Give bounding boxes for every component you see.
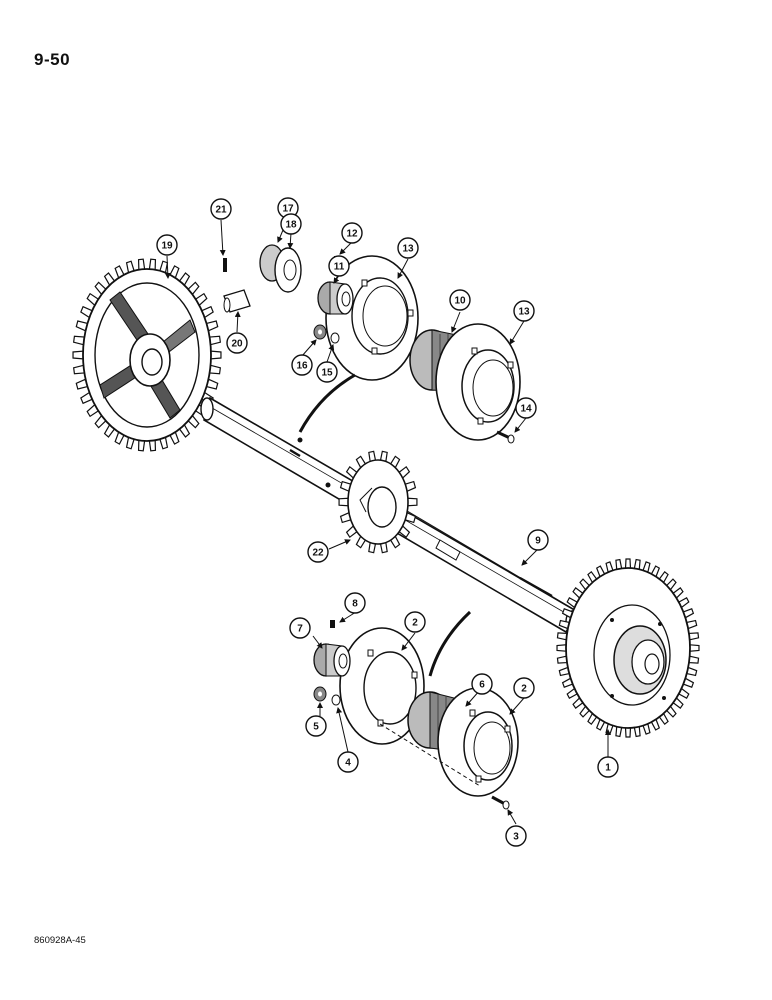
callout-circle [210,198,232,220]
callout-label: 6 [479,680,485,691]
callout-circle [505,825,527,847]
callout-circle [289,617,311,639]
callout-label: 21 [215,205,227,216]
page-number: 9-50 [34,50,71,69]
figure-code: 860928A-45 [34,935,86,946]
gear-tooth [137,258,146,271]
gear-tooth [137,439,146,452]
gear-tooth [624,727,632,738]
callout-label: 11 [334,262,345,273]
callout-label: 10 [454,296,466,307]
callout-label: 2 [412,618,418,629]
gear-tooth [689,644,700,652]
gear-tooth [407,497,418,507]
callout-circle [404,611,426,633]
gear-19-drawing [72,258,222,452]
callout-circle [515,397,537,419]
callout-label: 13 [518,307,530,318]
gear-tooth [148,258,157,271]
callout-circle [513,677,535,699]
callout-label: 2 [521,684,527,695]
callout-circle [280,213,302,235]
callout-label: 1 [605,763,611,774]
callout-label: 17 [282,204,294,215]
callout-circle [307,541,329,563]
callout-circle [527,529,549,551]
callout-label: 16 [296,361,308,372]
callout-label: 8 [352,599,358,610]
callout-circle [341,222,363,244]
callout-label: 19 [161,241,173,252]
callout-circle [305,715,327,737]
callout-circle [328,255,350,277]
callout-circle [344,592,366,614]
gear-tooth [338,497,349,507]
callout-label: 9 [535,536,541,547]
callout-label: 3 [513,832,519,843]
callout-label: 7 [297,624,303,635]
gear-tooth [210,350,222,360]
callout-label: 22 [312,548,324,559]
upper-bearing-assembly [223,244,521,444]
callout-circle [316,361,338,383]
callout-circle [397,237,419,259]
callout-label: 15 [321,368,333,379]
callout-label: 18 [285,220,297,231]
callout-circle [471,673,493,695]
lower-bearing-assembly [313,610,519,810]
callout-label: 5 [313,722,319,733]
callout-circle [513,300,535,322]
gear-tooth [624,558,632,569]
callout-circle [449,289,471,311]
callout-circle [337,751,359,773]
callout-label: 20 [231,339,243,350]
callout-label: 13 [402,244,414,255]
gear-tooth [556,644,567,652]
callout-circle [291,354,313,376]
callout-label: 4 [345,758,351,769]
gear-1-drawing [556,558,700,738]
callout-label: 14 [520,404,532,415]
callout-label: 12 [346,229,358,240]
gear-tooth [72,350,84,360]
callout-circle [226,332,248,354]
gear-tooth [148,439,157,452]
callout-circle [597,756,619,778]
callout-circle [156,234,178,256]
sprocket-22-drawing [338,450,418,554]
